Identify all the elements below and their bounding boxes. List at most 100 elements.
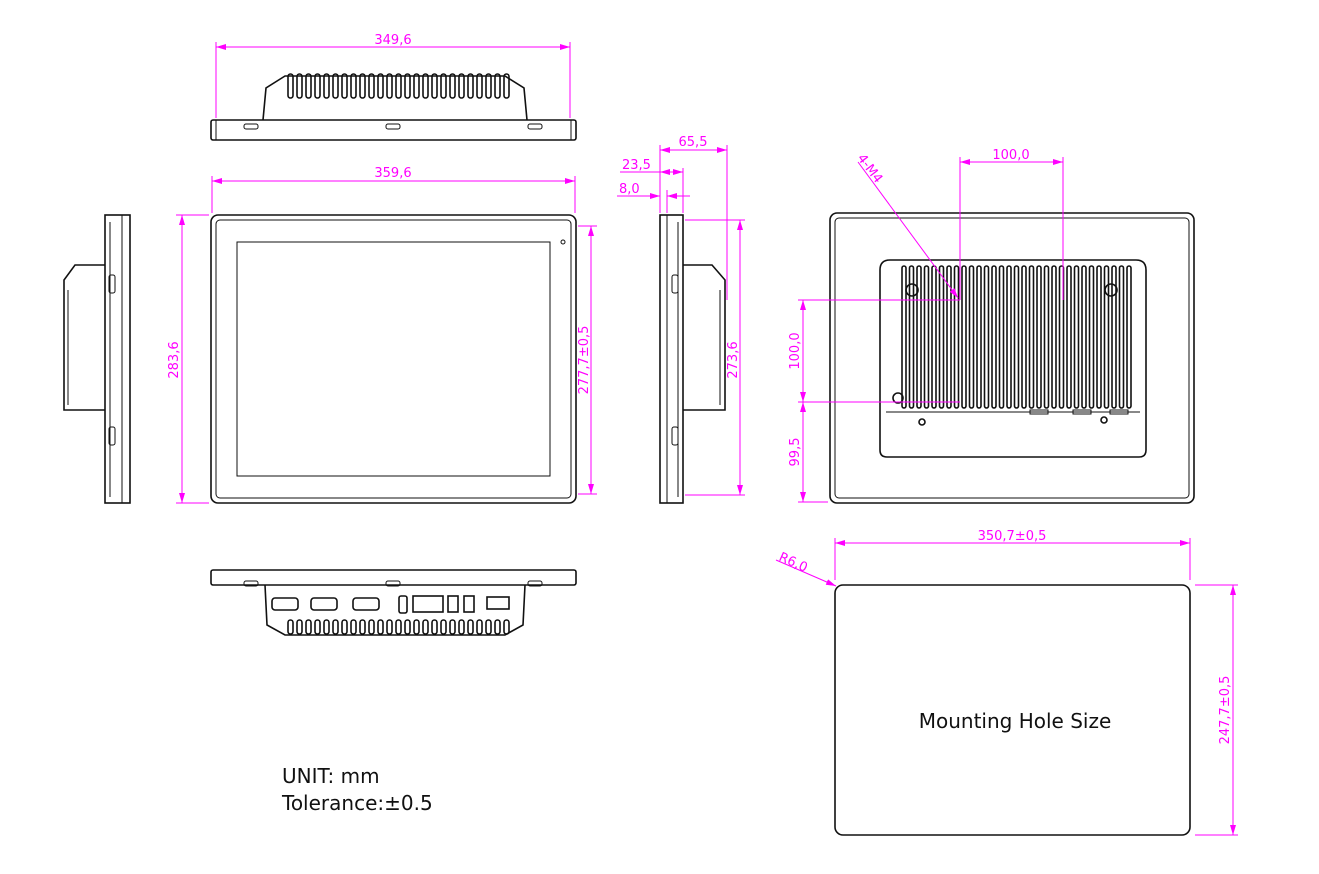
heatsink-fin [998,265,1005,409]
heatsink-fin [323,619,330,635]
heatsink-fin [1036,265,1042,409]
indicator-led-icon [560,239,566,245]
heatsink-fin [901,265,907,409]
right-side-view: 65,5 23,5 8,0 273,6 [617,135,745,504]
top-view: 349,6 [210,33,577,141]
heatsink-fin [1051,265,1057,409]
heatsink-fin [1096,265,1102,409]
heatsink-fin [368,619,375,635]
left-side-view [63,214,131,504]
heatsink-fin [359,73,366,99]
heatsink-fin [1021,265,1027,409]
heatsink-fin [908,265,915,409]
heatsink-fin [395,73,402,99]
heatsink-fin [350,619,357,635]
heatsink-fin [359,619,366,635]
heatsink-fin [1073,265,1080,409]
front-view: 359,6 283,6 277,7±0,5 [167,166,597,504]
dim-rear-thread: 4-M4 [854,151,886,186]
dim-side-height: 273,6 [726,341,741,378]
dim-rear-bottom-offset: 99,5 [788,438,803,467]
heatsink-fin [323,73,330,99]
heatsink-fin [440,619,447,635]
heatsink-fin [440,73,447,99]
heatsink-fin [413,619,420,635]
heatsink-fin [1103,265,1110,409]
heatsink-fin [341,73,348,99]
heatsink-fin [458,73,465,99]
heatsink-fin [404,73,411,99]
heatsink-fin [1043,265,1050,409]
heatsink-fin [961,265,967,409]
dim-side-bezel: 8,0 [619,182,640,197]
heatsink-fin [431,619,438,635]
heatsink-fin [350,73,357,99]
heatsink-fin [1028,265,1035,409]
heatsink-fin [386,619,393,635]
heatsink-fin [296,619,303,635]
heatsink-fin [386,73,393,99]
heatsink-fin [916,265,922,409]
dim-side-depth: 65,5 [679,135,708,150]
heatsink-fin [1006,265,1012,409]
dim-side-panel-depth: 23,5 [622,158,651,173]
heatsink-fin [1066,265,1072,409]
heatsink-fin [305,619,312,635]
heatsink-fin [494,619,501,635]
heatsink-fin [968,265,975,409]
dim-front-height: 283,6 [167,341,182,378]
heatsink-fin [983,265,990,409]
dim-front-inner-height: 277,7±0,5 [577,326,592,395]
heatsink-fin [341,619,348,635]
heatsink-fin [287,73,294,99]
heatsink-fin [413,73,420,99]
bottom-view [210,569,577,636]
heatsink-fin [467,73,474,99]
heatsink-fin [931,265,937,409]
rear-view: 100,0 4-M4 100,0 99,5 [788,148,1195,504]
heatsink-fin [476,73,483,99]
dim-rear-hole-spacing-v: 100,0 [788,332,803,369]
heatsink-fin [485,73,492,99]
heatsink-fin [287,619,294,635]
heatsink-fin [1126,265,1132,409]
heatsink-fin [485,619,492,635]
heatsink-fin [467,619,474,635]
heatsink-fin [1111,265,1117,409]
heatsink-fin [377,73,384,99]
heatsink-fin [476,619,483,635]
dim-rear-hole-spacing-h: 100,0 [992,148,1029,163]
heatsink-fin [494,73,501,99]
heatsink-fin [332,619,339,635]
heatsink-fin [1088,265,1095,409]
heatsink-fin [1058,265,1065,409]
heatsink-fin [449,619,456,635]
dim-cutout-width: 350,7±0,5 [978,529,1047,544]
heatsink-fin [404,619,411,635]
heatsink-fin [395,619,402,635]
heatsink-fin [1013,265,1020,409]
heatsink-fin [946,265,952,409]
heatsink-fin [1081,265,1087,409]
heatsink-fin [314,619,321,635]
heatsink-fin [431,73,438,99]
dim-top-width: 349,6 [374,33,411,48]
heatsink-fin [503,619,510,635]
heatsink-fin [422,73,429,99]
dim-cutout-height: 247,7±0,5 [1218,676,1233,745]
heatsink-fin [976,265,982,409]
heatsink-fin [368,73,375,99]
heatsink-fin [923,265,930,409]
heatsink-fin [991,265,997,409]
heatsink-fin [458,619,465,635]
heatsink-fin [305,73,312,99]
heatsink-fin [296,73,303,99]
heatsink-fin [449,73,456,99]
heatsink-fin [938,265,945,409]
heatsink-fin [377,619,384,635]
dim-cutout-radius: R6,0 [776,550,809,576]
cutout-label: Mounting Hole Size [919,709,1112,733]
unit-note: UNIT: mm [282,764,380,788]
heatsink-fin [953,265,960,409]
